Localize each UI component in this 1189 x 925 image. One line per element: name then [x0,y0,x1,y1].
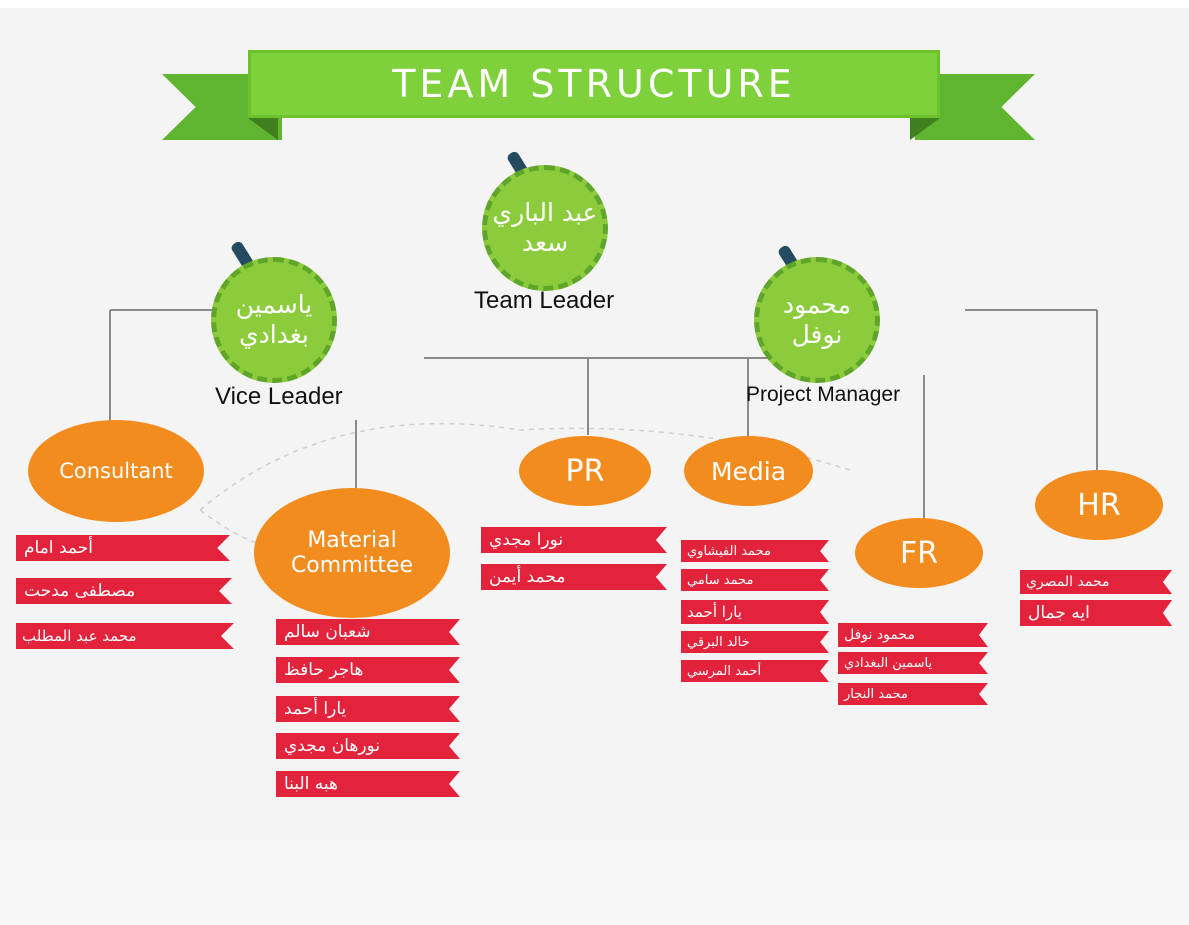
dashed-arc-left [199,509,266,546]
name-tag: يارا أحمد [681,600,829,624]
team-leader-circle: عبد الباري سعد [482,165,608,291]
name-tag: مصطفى مدحت [16,578,232,604]
vice-leader-name: ياسمين بغدادي [235,290,313,349]
bottom-area [0,840,1189,925]
material-committee-label: Material Committee [290,528,414,578]
name-tag: محمد النجار [838,683,988,705]
material-committee-circle: Material Committee [254,488,450,618]
pr-circle: PR [519,436,651,506]
name-tag: أحمد المرسي [681,660,829,682]
consultant-circle: Consultant [28,420,204,522]
project-manager-role: Project Manager [746,383,901,406]
name-tag: محمد سامي [681,569,829,591]
fr-circle: FR [855,518,983,588]
name-tag: هاجر حافظ [276,657,460,683]
hr-label: HR [1077,487,1121,523]
dashed-arc [199,422,851,511]
name-tag: خالد البرقي [681,631,829,653]
consultant-label: Consultant [59,459,173,483]
fr-label: FR [899,535,939,571]
name-tag: محمد المصري [1020,570,1172,594]
name-tag: أحمد امام [16,535,230,561]
name-tag: يارا أحمد [276,696,460,722]
name-tag: هبه البنا [276,771,460,797]
top-strip [0,0,1189,8]
media-circle: Media [684,436,813,506]
project-manager-circle: محمود نوفل [754,257,880,383]
name-tag: محمد عبد المطلب [16,623,234,649]
page-title: TEAM STRUCTURE [392,62,796,106]
team-leader-name: عبد الباري سعد [492,198,598,257]
title-ribbon: TEAM STRUCTURE [248,50,940,118]
name-tag: نورا مجدي [481,527,667,553]
name-tag: ايه جمال [1020,600,1172,626]
media-label: Media [710,456,787,486]
name-tag: محمود نوفل [838,623,988,647]
team-leader-role: Team Leader [474,287,615,314]
hr-circle: HR [1035,470,1163,540]
vice-leader-role: Vice Leader [215,383,343,410]
pr-label: PR [565,453,605,489]
name-tag: محمد أيمن [481,564,667,590]
project-manager-name: محمود نوفل [782,290,852,349]
vice-leader-circle: ياسمين بغدادي [211,257,337,383]
name-tag: شعبان سالم [276,619,460,645]
name-tag: محمد الفيشاوي [681,540,829,562]
name-tag: نورهان مجدي [276,733,460,759]
name-tag: ياسمين البغدادي [838,652,988,674]
